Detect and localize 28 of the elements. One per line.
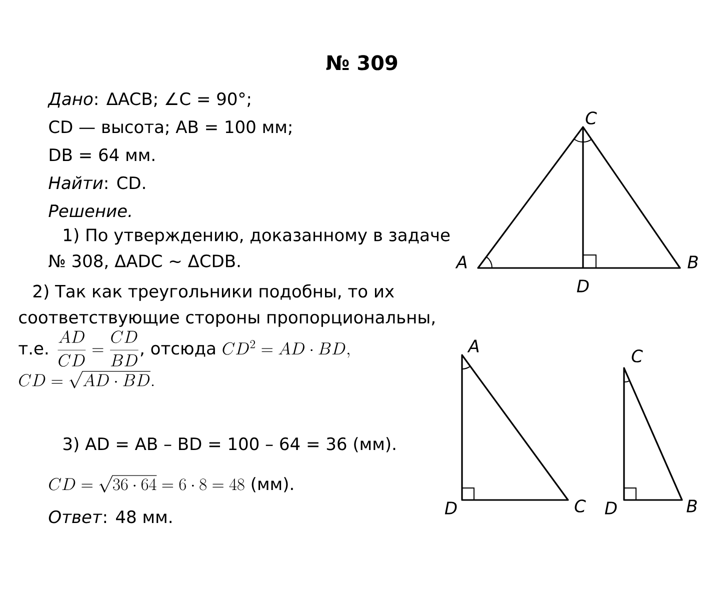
solution-text: Решение. (48, 204, 131, 218)
solution-text: DB = 64 мм. (50, 148, 154, 162)
solution-text: CD — высота; AB = 100 мм; (49, 120, 292, 135)
vertex-label: A (455, 256, 467, 268)
label: $CD=\sqrt{AD\cdot BD}.$ (19, 370, 154, 388)
vertex-label: A (467, 340, 479, 352)
heading: № 309 (326, 55, 398, 70)
label: , отсюда (140, 344, 215, 357)
vertex-label: C (574, 500, 586, 512)
label: 2) Так как треугольники подобны, то их (33, 284, 394, 301)
label: соответствующие стороны пропорциональны, (19, 314, 434, 327)
vertex-label: D (604, 502, 617, 514)
label: т.е. (18, 344, 48, 355)
solution-text: $CD=\sqrt{36\cdot 64}=6\cdot 8=48$ (мм). (49, 475, 293, 492)
solution-paragraph: 1) По утверждению, доказанному в задаче № 308, ΔADC ~ ΔCDB. (48, 228, 450, 270)
label: $\frac{AD}{CD}=\frac{CD}{BD}$ (58, 330, 138, 367)
solution-text: Дано: ΔACB; ∠C = 90°; (48, 92, 250, 108)
solution-paragraph: 2) Так как треугольники подобны, то их соответствующие стороны пропорциональны, т.е. $\frac{AD}{CD}=\frac{CD}{BD}$, отсюда $CD^2 = AD\cdot BD,$ $CD=\sqrt{AD\cdot BD}.$ (18, 284, 434, 388)
vertex-label: C (586, 112, 597, 124)
vertex-label: B (686, 500, 697, 512)
vertex-label: B (688, 256, 698, 268)
vertex-label: D (444, 502, 457, 514)
label: $CD^2 = AD\cdot BD,$ (222, 340, 350, 358)
solution-text: 3) AD = AB – BD = 100 – 64 = 36 (мм). (64, 437, 396, 452)
vertex-label: D (576, 280, 589, 292)
solution-text: Ответ: 48 мм. (48, 510, 172, 524)
vertex-label: C (632, 350, 643, 362)
solution-text: Найти: CD. (48, 176, 145, 190)
